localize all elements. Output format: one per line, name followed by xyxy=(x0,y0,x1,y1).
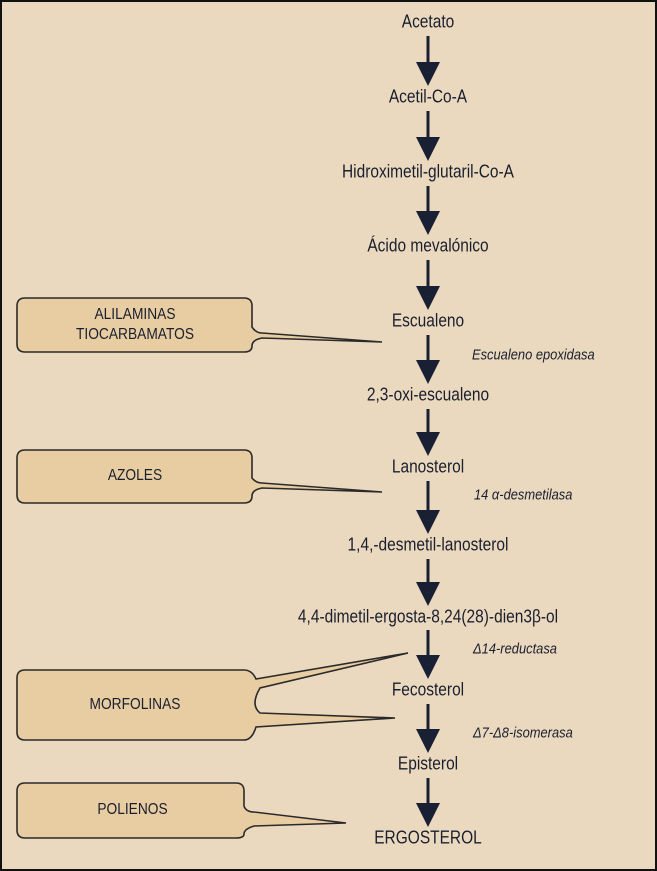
pathway-step-oxiescualeno: 2,3-oxi-escualeno xyxy=(366,384,490,405)
callout-alilaminas xyxy=(16,297,383,353)
inhibitor-label: TIOCARBAMATOS xyxy=(75,326,194,343)
callout-morfolinas xyxy=(16,652,409,741)
callout-azoles xyxy=(16,449,383,504)
callout-polienos xyxy=(16,782,347,839)
pathway-step-acido-mevalonico: Ácido mevalónico xyxy=(367,235,489,256)
pathway-step-dimetil-ergosta: 4,4-dimetil-ergosta-8,24(28)-dien3β-ol xyxy=(297,606,559,627)
enzyme-escualeno-epoxidasa: Escualeno epoxidasa xyxy=(472,346,595,364)
pathway-step-hmg-coa: Hidroximetil-glutaril-Co-A xyxy=(341,161,515,182)
pathway-step-fecosterol: Fecosterol xyxy=(391,679,465,700)
pathway-step-acetato: Acetato xyxy=(401,11,455,32)
enzyme-isomerasa: Δ7-Δ8-isomerasa xyxy=(473,724,573,742)
pathway-step-desmetil-lanosterol: 1,4,-desmetil-lanosterol xyxy=(347,534,509,555)
pathway-step-escualeno: Escualeno xyxy=(391,310,465,331)
inhibitor-morfolinas: MORFOLINAS xyxy=(89,696,181,713)
pathway-step-episterol: Episterol xyxy=(397,753,459,774)
pathway-step-acetil-coa: Acetil-Co-A xyxy=(388,86,468,107)
inhibitor-label: ALILAMINAS xyxy=(94,306,176,323)
pathway-step-lanosterol: Lanosterol xyxy=(391,456,465,477)
inhibitor-alilaminas-tiocarbamatos: ALILAMINAS TIOCARBAMATOS xyxy=(53,305,216,345)
inhibitor-azoles: AZOLES xyxy=(107,467,163,484)
pathway-step-ergosterol: ERGOSTEROL xyxy=(374,827,482,848)
inhibitor-polienos: POLIENOS xyxy=(97,801,168,818)
enzyme-reductasa: Δ14-reductasa xyxy=(473,640,557,658)
enzyme-desmetilasa: 14 α-desmetilasa xyxy=(474,486,573,504)
